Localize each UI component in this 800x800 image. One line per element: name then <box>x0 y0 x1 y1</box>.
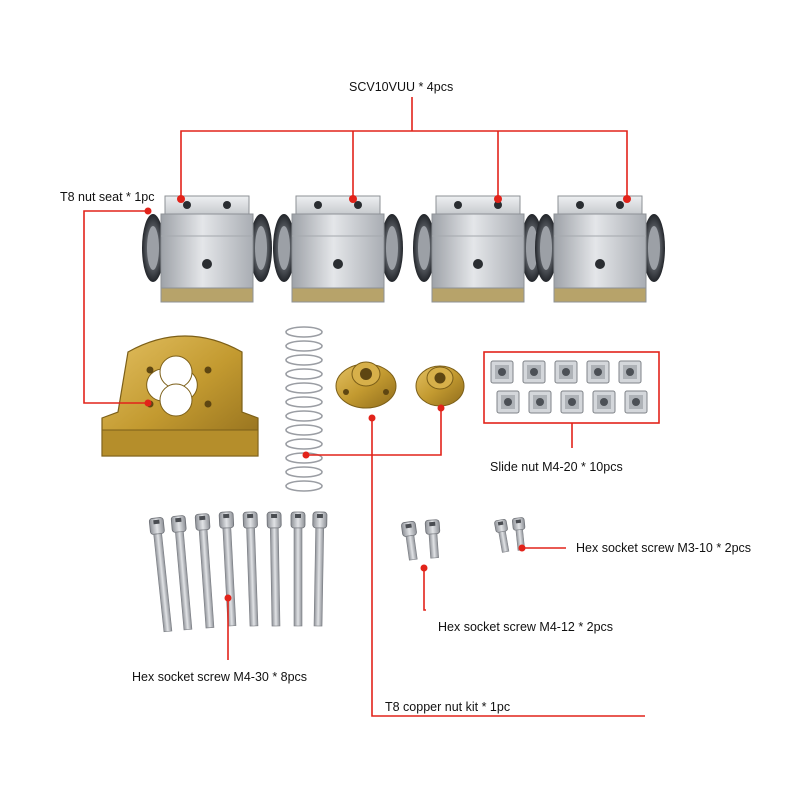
spring <box>285 326 323 492</box>
leader-t8-copper-kit <box>304 410 442 456</box>
linear-bearing-block-4 <box>534 195 666 303</box>
label-t8-copper-kit: T8 copper nut kit * 1pc <box>385 700 511 714</box>
linear-bearing-block-2 <box>272 195 404 303</box>
slide-nuts <box>490 360 648 414</box>
t8-copper-nut-flange <box>335 361 397 409</box>
linear-bearing-block-3 <box>412 195 544 303</box>
leader-lines <box>83 97 660 717</box>
t8-copper-nut-small <box>415 365 465 407</box>
label-hex-m4-30: Hex socket screw M4-30 * 8pcs <box>132 670 308 684</box>
screws-m4-30 <box>148 511 328 633</box>
screws-m4-12 <box>400 519 443 562</box>
leader-t8-nut-seat <box>83 210 148 404</box>
label-scv10vuu: SCV10VUU * 4pcs <box>349 80 454 94</box>
label-hex-m3-10: Hex socket screw M3-10 * 2pcs <box>576 541 752 555</box>
label-t8-nut-seat: T8 nut seat * 1pc <box>60 190 155 204</box>
label-slide-nut: Slide nut M4-20 * 10pcs <box>490 460 623 474</box>
marker-dots <box>144 195 631 602</box>
label-hex-m4-12: Hex socket screw M4-12 * 2pcs <box>438 620 614 634</box>
t8-nut-seat <box>101 335 259 457</box>
linear-bearing-block-1 <box>141 195 273 303</box>
leader-scv10vuu-bracket <box>180 130 628 196</box>
